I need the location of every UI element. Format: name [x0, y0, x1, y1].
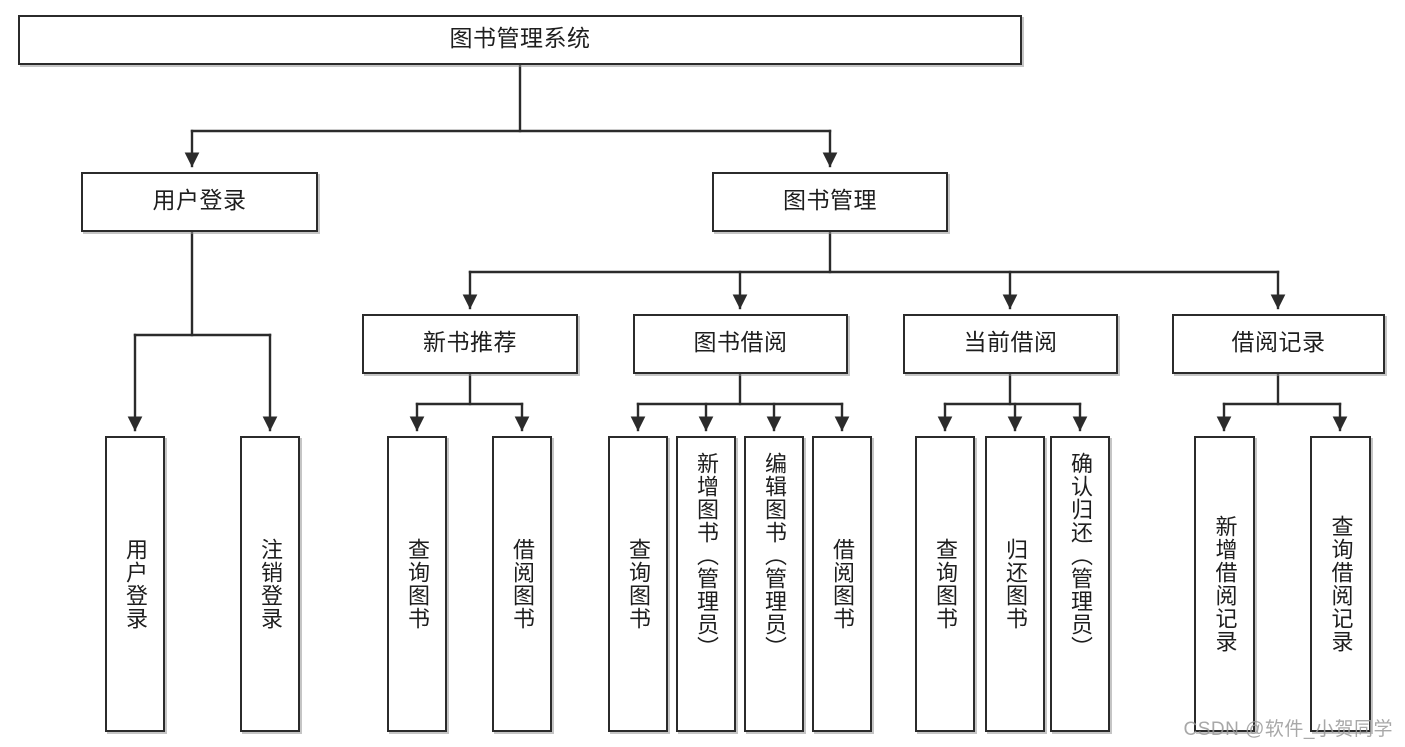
leaf-new-book-query[interactable]: 查询图书: [387, 436, 447, 732]
node-label: 注销登录: [257, 538, 283, 630]
node-new-book-recommend[interactable]: 新书推荐: [362, 314, 578, 374]
leaf-user-login-logout[interactable]: 注销登录: [240, 436, 300, 732]
leaf-current-borrow-query[interactable]: 查询图书: [915, 436, 975, 732]
node-label: 借阅记录: [1231, 329, 1326, 356]
node-label: 用户登录: [152, 187, 247, 214]
node-label: 借阅图书: [509, 538, 535, 630]
node-label: 图书管理系统: [449, 25, 591, 52]
node-label: 归还图书: [1002, 538, 1028, 630]
node-book-management[interactable]: 图书管理: [712, 172, 948, 232]
node-label: 图书管理: [783, 187, 877, 214]
node-label: 新增借阅记录: [1212, 515, 1238, 653]
node-label: 借阅图书: [829, 538, 855, 630]
node-label: 图书借阅: [693, 329, 788, 356]
node-label: 查询图书: [625, 538, 651, 630]
leaf-user-login-login[interactable]: 用户登录: [105, 436, 165, 732]
node-label: 查询图书: [932, 538, 958, 630]
leaf-book-borrow-query[interactable]: 查询图书: [608, 436, 668, 732]
node-label: 确认归还（管理员）: [1067, 452, 1093, 659]
node-label: 用户登录: [122, 538, 148, 630]
leaf-book-borrow-edit[interactable]: 编辑图书（管理员）: [744, 436, 804, 732]
leaf-current-borrow-return[interactable]: 归还图书: [985, 436, 1045, 732]
leaf-borrow-record-query[interactable]: 查询借阅记录: [1310, 436, 1371, 732]
node-label: 查询借阅记录: [1328, 515, 1354, 653]
leaf-book-borrow-borrow[interactable]: 借阅图书: [812, 436, 872, 732]
leaf-book-borrow-add[interactable]: 新增图书（管理员）: [676, 436, 736, 732]
node-current-borrow[interactable]: 当前借阅: [903, 314, 1118, 374]
leaf-current-borrow-confirm-return[interactable]: 确认归还（管理员）: [1050, 436, 1110, 732]
node-label: 查询图书: [404, 538, 430, 630]
node-label: 当前借阅: [963, 329, 1058, 356]
node-user-login[interactable]: 用户登录: [81, 172, 318, 232]
node-label: 编辑图书（管理员）: [761, 452, 787, 659]
node-book-borrow[interactable]: 图书借阅: [633, 314, 848, 374]
node-borrow-record[interactable]: 借阅记录: [1172, 314, 1385, 374]
leaf-new-book-borrow[interactable]: 借阅图书: [492, 436, 552, 732]
node-root-system[interactable]: 图书管理系统: [18, 15, 1022, 65]
leaf-borrow-record-add[interactable]: 新增借阅记录: [1194, 436, 1255, 732]
node-label: 新书推荐: [423, 329, 517, 356]
node-label: 新增图书（管理员）: [693, 452, 719, 659]
